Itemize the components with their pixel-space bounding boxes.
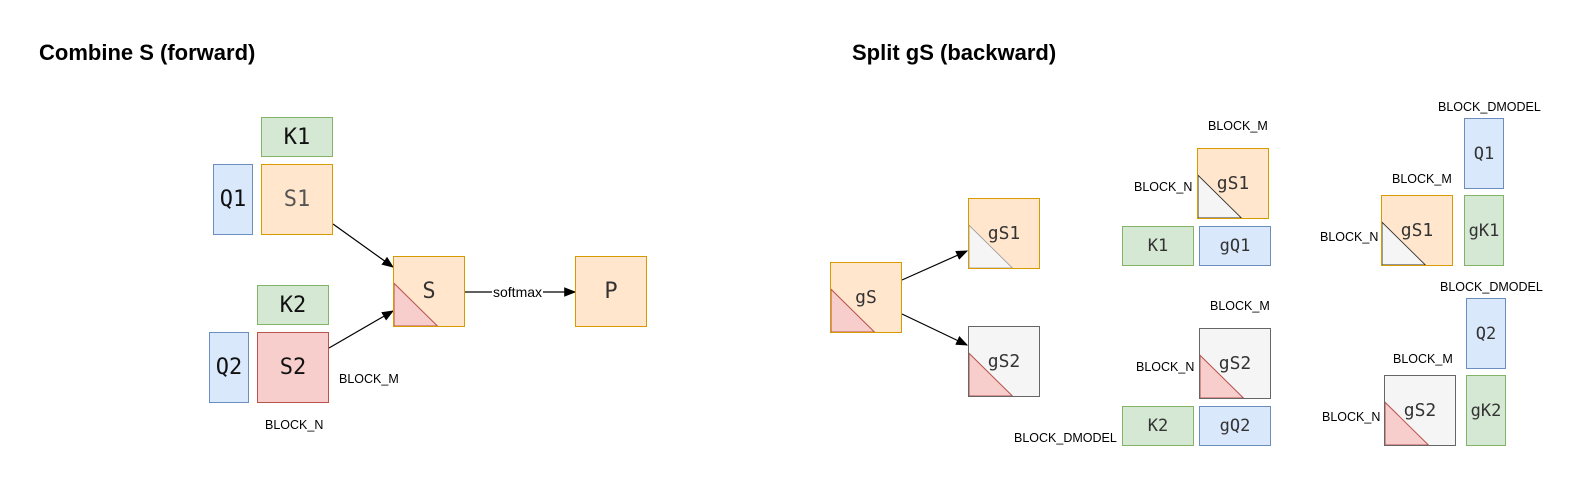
s1-block: S1	[261, 164, 333, 235]
mid-top-grey-triangle	[1198, 174, 1243, 218]
arrow-s2-to-s	[328, 310, 395, 349]
right-bottom-block-m-caption: BLOCK_M	[1393, 352, 1453, 366]
mid-bottom-gq2-block: gQ2	[1199, 406, 1271, 446]
right-bottom-gs2-label: gS2	[1403, 400, 1437, 421]
block-n-caption: BLOCK_N	[265, 418, 324, 432]
p-label: P	[604, 279, 618, 304]
mid-top-gs1-block: gS1	[1197, 148, 1269, 219]
mid-top-k1-label: K1	[1147, 236, 1169, 256]
s-label: S	[422, 279, 436, 304]
q1-block: Q1	[213, 164, 253, 235]
softmax-label: softmax	[492, 284, 544, 300]
gs-label: gS	[855, 287, 877, 308]
q1-label: Q1	[219, 187, 247, 212]
mid-top-gq1-block: gQ1	[1199, 226, 1271, 266]
arrow-gs-to-gs2	[901, 313, 969, 346]
s1-label: S1	[283, 187, 311, 212]
gs1-block: gS1	[968, 198, 1040, 269]
k2-block: K2	[257, 285, 329, 325]
mid-bottom-k2-label: K2	[1147, 416, 1169, 436]
right-bottom-q2-label: Q2	[1475, 323, 1497, 344]
arrow-gs-to-gs1	[901, 250, 969, 281]
k1-label: K1	[283, 124, 311, 150]
s2-label: S2	[279, 355, 307, 380]
mid-top-gq1-label: gQ1	[1219, 236, 1251, 256]
mid-top-block-m-caption: BLOCK_M	[1208, 119, 1268, 133]
mid-bottom-block-m-caption: BLOCK_M	[1210, 299, 1270, 313]
arrow-s1-to-s	[332, 223, 394, 268]
right-top-gk1-label: gK1	[1468, 220, 1500, 241]
mid-top-k1-block: K1	[1122, 226, 1194, 266]
backward-title: Split gS (backward)	[852, 40, 1057, 65]
mid-bottom-gq2-label: gQ2	[1219, 416, 1251, 436]
right-bottom-block-n-caption: BLOCK_N	[1322, 410, 1381, 424]
p-block: P	[575, 256, 647, 327]
right-top-gs1-block: gS1	[1381, 195, 1453, 266]
gs2-label: gS2	[987, 351, 1021, 372]
mid-bottom-gs2-block: gS2	[1199, 328, 1271, 399]
q2-block: Q2	[209, 332, 249, 403]
s-block: S	[393, 256, 465, 327]
gs2-block: gS2	[968, 326, 1040, 397]
right-top-grey-triangle	[1382, 221, 1427, 265]
right-top-gs1-label: gS1	[1400, 220, 1434, 241]
right-top-gk1-block: gK1	[1464, 195, 1504, 266]
mid-bottom-block-n-caption: BLOCK_N	[1136, 360, 1195, 374]
forward-title: Combine S (forward)	[39, 40, 256, 65]
q2-label: Q2	[215, 355, 243, 380]
right-bottom-gk2-label: gK2	[1470, 400, 1502, 421]
right-bottom-red-triangle	[1385, 401, 1430, 445]
gs1-label: gS1	[987, 223, 1021, 244]
mid-bottom-block-dmodel-caption: BLOCK_DMODEL	[1014, 431, 1117, 445]
block-m-caption: BLOCK_M	[339, 372, 399, 386]
gs-block: gS	[830, 262, 902, 333]
gs2-red-triangle	[969, 352, 1014, 396]
right-top-block-m-caption: BLOCK_M	[1392, 172, 1452, 186]
mid-top-gs1-label: gS1	[1216, 173, 1250, 194]
mid-top-block-n-caption: BLOCK_N	[1134, 180, 1193, 194]
k1-block: K1	[261, 117, 333, 157]
right-top-block-dmodel-caption: BLOCK_DMODEL	[1438, 100, 1541, 114]
right-top-block-n-caption: BLOCK_N	[1320, 230, 1379, 244]
right-top-q1-block: Q1	[1464, 118, 1504, 189]
mid-bottom-red-triangle	[1200, 354, 1245, 398]
right-bottom-gs2-block: gS2	[1384, 375, 1456, 446]
right-bottom-block-dmodel-caption: BLOCK_DMODEL	[1440, 280, 1543, 294]
gs1-grey-triangle	[969, 224, 1013, 268]
s2-block: S2	[257, 332, 329, 403]
right-bottom-gk2-block: gK2	[1466, 375, 1506, 446]
mid-bottom-gs2-label: gS2	[1218, 353, 1252, 374]
right-bottom-q2-block: Q2	[1466, 298, 1506, 369]
mid-bottom-k2-block: K2	[1122, 406, 1194, 446]
gs-red-triangle	[831, 288, 876, 332]
right-top-q1-label: Q1	[1473, 143, 1495, 164]
s2-portion-triangle	[394, 282, 439, 326]
k2-label: K2	[279, 292, 307, 318]
